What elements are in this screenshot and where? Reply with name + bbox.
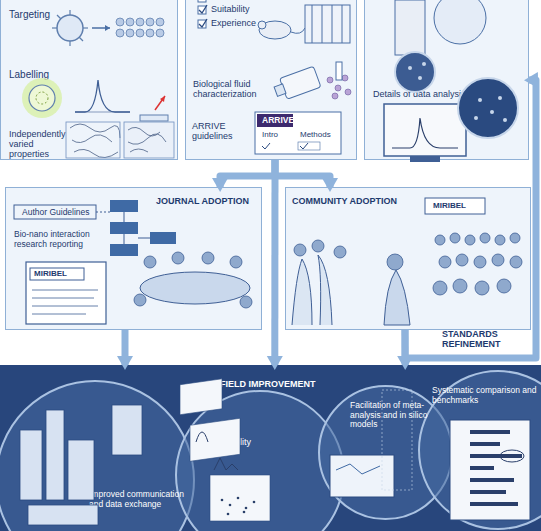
stage-panel: COMMUNITY ADOPTION (285, 187, 531, 330)
document-label: Intro (262, 131, 292, 140)
stage-panel: TargetingLabellingIndependently varied p… (0, 0, 178, 160)
edge-label: STANDARDS REFINEMENT (442, 330, 532, 350)
node-text: ARRIVE guidelines (192, 121, 250, 141)
panel-heading: COMMUNITY ADOPTION (292, 196, 422, 206)
node-text: Bio-nano interaction research reporting (14, 230, 106, 249)
node-text: Facilitation of meta-analysis and in sil… (350, 401, 446, 430)
flow-arrow (402, 330, 409, 365)
panel-heading: JOURNAL ADOPTION (156, 196, 261, 206)
flow-arrow (271, 160, 278, 365)
flow-arrow (220, 160, 275, 187)
node-text: Targeting (9, 9, 99, 20)
panel-heading: FIELD IMPROVEMENT (220, 379, 350, 389)
node-text: Suitability (211, 4, 291, 14)
document-label: MIRIBEL (34, 270, 84, 279)
node-text: Experience (211, 18, 291, 28)
analysis-art (384, 0, 518, 162)
node-text: Systematic comparison and benchmarks (432, 386, 541, 405)
node-text: Details of data analysis (373, 89, 493, 99)
outcome-art (20, 379, 530, 525)
stage-panel: Details of data analysis (364, 0, 529, 160)
flow-arrow (275, 160, 330, 187)
flow-arrow (122, 330, 129, 365)
node-text: Biological fluid characterization (193, 79, 288, 99)
node-text: Improved communication and data exchange (89, 490, 185, 509)
node-text: Reproducibility (192, 437, 282, 447)
node-text: Independently varied properties (9, 129, 67, 159)
journal-art (14, 200, 252, 324)
outcome-circle: Systematic comparison and benchmarks (418, 370, 541, 530)
outcome-circle: Improved communication and data exchange (0, 380, 195, 531)
node-text: Author Guidelines (22, 208, 100, 218)
document-label: ARRIVE (262, 116, 302, 125)
outcome-band: Improved communication and data exchange… (0, 365, 541, 531)
node-text: Labelling (9, 69, 69, 80)
community-art (292, 198, 522, 325)
stage-panel: JOURNAL ADOPTION Author GuidelinesBio-nan… (5, 187, 262, 330)
document-label: MIRIBEL (433, 202, 483, 211)
document-label: Methods (300, 131, 340, 140)
experiment-art (198, 0, 351, 154)
nanoparticle-art (22, 10, 174, 158)
flow-arrow (405, 80, 536, 358)
